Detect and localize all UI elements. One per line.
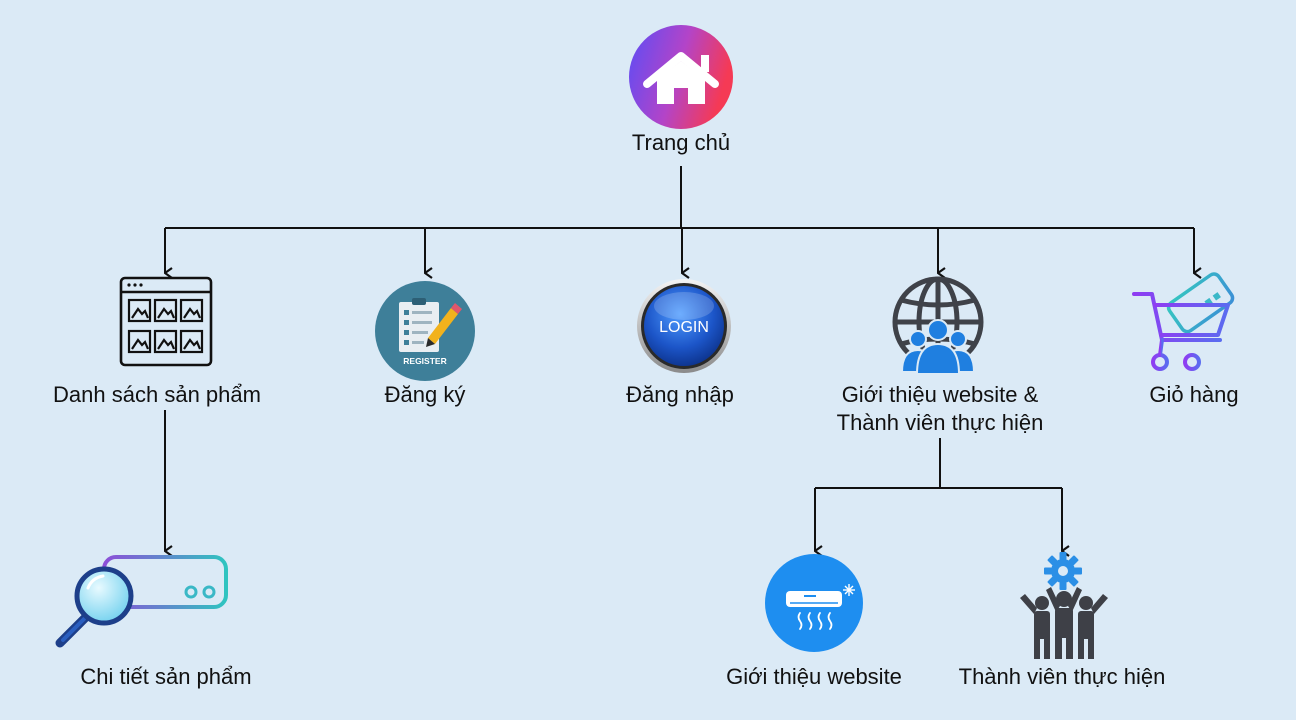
team-gear-icon (1020, 552, 1108, 659)
connectors (164, 166, 1194, 551)
node-label-about-line2: Thành viên thực hiện (836, 410, 1044, 435)
magnifier-device-icon (55, 555, 228, 648)
shopping-cart-icon (1132, 272, 1235, 371)
node-label-members: Thành viên thực hiện (958, 664, 1166, 689)
node-label-product-detail: Chi tiết sản phẩm (80, 664, 252, 689)
register-clipboard-icon: REGISTER (375, 281, 475, 381)
node-label-register: Đăng ký (384, 382, 466, 407)
login-icon-text: LOGIN (659, 319, 709, 336)
register-icon-text: REGISTER (403, 356, 446, 366)
node-label-about-line1: Giới thiệu website & (841, 382, 1039, 407)
node-label-product-list: Danh sách sản phẩm (53, 382, 261, 407)
node-label-login: Đăng nhập (626, 382, 734, 407)
node-label-about-website: Giới thiệu website (726, 664, 902, 689)
globe-people-icon (892, 276, 984, 375)
login-button-icon: LOGIN (637, 279, 731, 373)
image-gallery-window-icon (119, 276, 213, 367)
air-conditioner-icon (765, 554, 863, 652)
node-label-home: Trang chủ (631, 130, 731, 155)
house-icon (629, 25, 733, 129)
node-label-cart: Giỏ hàng (1149, 382, 1239, 407)
